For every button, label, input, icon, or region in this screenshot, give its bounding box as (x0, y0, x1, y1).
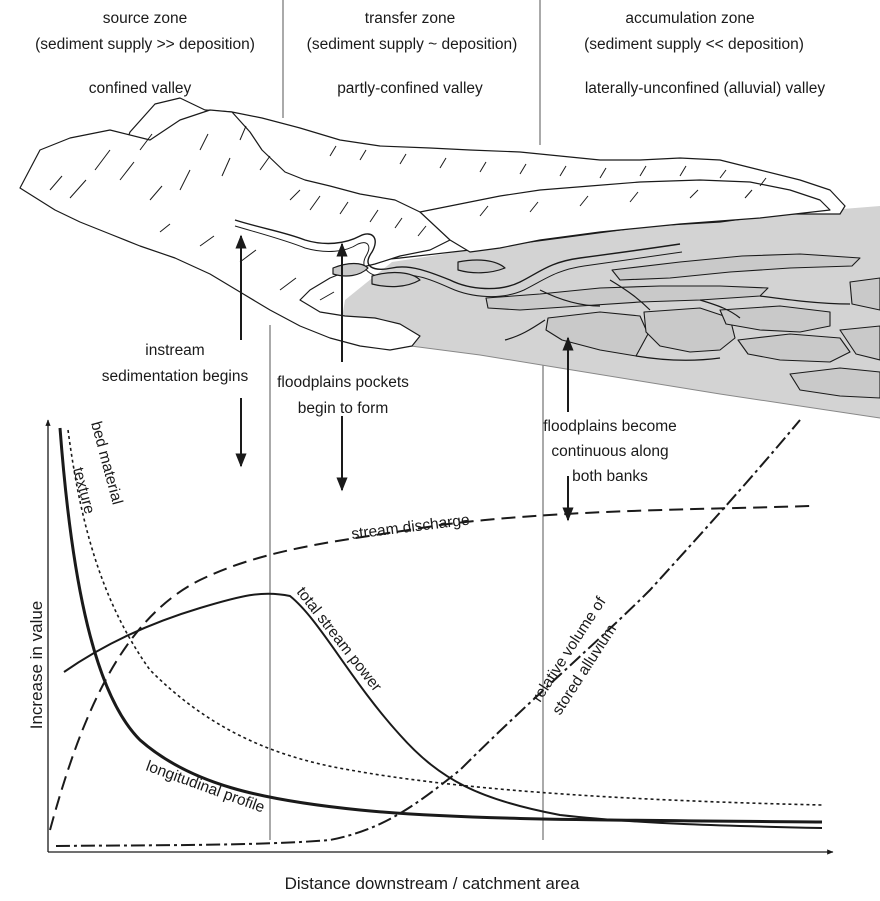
annotation-continuous: floodplains become continuous along both… (543, 418, 677, 485)
annotation-pockets: floodplains pockets begin to form (277, 374, 409, 417)
plain-lower-edge (379, 341, 880, 419)
curve-stored-alluvium (55, 419, 801, 847)
zone-source-condition: (sediment supply >> deposition) (35, 36, 255, 53)
annotation-continuous-line3: both banks (572, 468, 648, 485)
zone-transfer-valley: partly-confined valley (337, 80, 483, 97)
graph-curves (49, 419, 823, 847)
zone-accumulation-name: accumulation zone (625, 10, 754, 27)
annotation-continuous-line1: floodplains become (543, 418, 677, 435)
annotation-instream-line1: instream (145, 342, 204, 359)
curve-total-stream-power (63, 592, 823, 829)
curve-longitudinal-profile (58, 427, 823, 824)
x-axis-label: Distance downstream / catchment area (285, 874, 580, 893)
zone-source-name: source zone (103, 10, 187, 27)
zone-transfer-condition: (sediment supply ~ deposition) (307, 36, 518, 53)
annotation-pockets-line1: floodplains pockets (277, 374, 409, 391)
annotation-instream-line2: sedimentation begins (102, 368, 249, 385)
curve-labels: bed material texture stream discharge to… (69, 420, 620, 817)
terrace (419, 179, 831, 253)
floodplain-pocket-3 (457, 259, 506, 274)
label-total-stream-power: total stream power (293, 584, 385, 695)
zone-accumulation-valley: laterally-unconfined (alluvial) valley (585, 80, 826, 97)
braided-channels (504, 279, 851, 361)
label-bed-material-line2: texture (69, 466, 98, 516)
floodplain-pocket-2 (371, 271, 421, 288)
label-stream-discharge: stream discharge (350, 512, 470, 543)
zone-source-valley: confined valley (89, 80, 192, 97)
zone-accumulation: accumulation zone (sediment supply << de… (584, 10, 825, 97)
graph-axes (45, 419, 834, 855)
annotation-instream: instream sedimentation begins (102, 342, 249, 385)
river-channel (234, 219, 681, 290)
valley-landscape (19, 97, 880, 419)
slope-hatching (49, 125, 767, 301)
zone-accumulation-condition: (sediment supply << deposition) (584, 36, 804, 53)
curve-bed-material-texture (67, 429, 823, 806)
annotation-pockets-line2: begin to form (298, 400, 388, 417)
label-longitudinal-profile: longitudinal profile (144, 758, 267, 817)
annotation-continuous-line2: continuous along (551, 443, 668, 460)
zone-source: source zone (sediment supply >> depositi… (35, 10, 255, 97)
zone-transfer-name: transfer zone (365, 10, 455, 27)
y-axis-label: Increase in value (27, 601, 46, 730)
annotation-arrows (235, 234, 574, 522)
braided-islands (485, 253, 880, 399)
curve-stream-discharge (49, 505, 811, 831)
zone-transfer: transfer zone (sediment supply ~ deposit… (307, 10, 518, 97)
